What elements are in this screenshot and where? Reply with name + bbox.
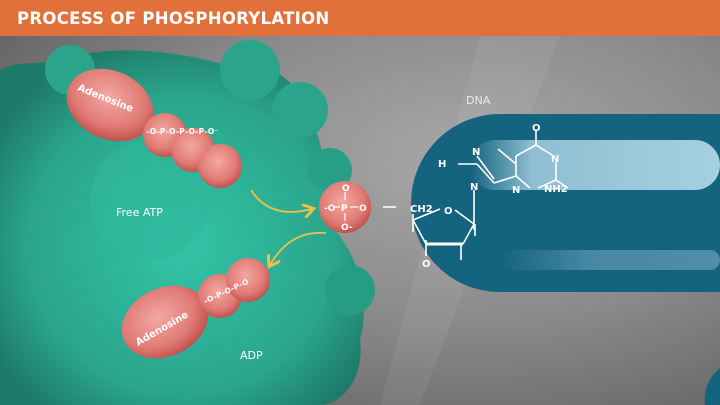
- dna-strand: [411, 114, 720, 292]
- arrow-to-dna-icon: [250, 189, 312, 212]
- svg-text:O: O: [532, 123, 541, 134]
- guanine-atom-labels: O N N N N H NH2 CH2 O O: [410, 123, 568, 270]
- svg-text:NH2: NH2: [544, 184, 568, 195]
- svg-text:O: O: [359, 204, 367, 214]
- adp-label: ADP: [240, 349, 263, 362]
- svg-text:H: H: [438, 159, 446, 170]
- svg-text:N: N: [470, 182, 478, 193]
- protein-surface: [0, 40, 375, 405]
- svg-text:O-: O-: [341, 223, 353, 233]
- header-bar: PROCESS OF PHOSPHORYLATION: [0, 0, 720, 36]
- guanine-structure: [383, 130, 569, 260]
- svg-text:-O: -O: [324, 204, 336, 214]
- svg-text:N: N: [472, 147, 480, 158]
- page-title: PROCESS OF PHOSPHORYLATION: [17, 9, 330, 28]
- svg-text:N: N: [551, 154, 559, 165]
- dna-label: DNA: [466, 94, 491, 107]
- free-atp-label: Free ATP: [116, 206, 163, 219]
- svg-text:–O–P–O–P–O–P–O⁻: –O–P–O–P–O–P–O⁻: [146, 127, 218, 136]
- adp-molecule: Adenosine –O–P–O–P–O: [121, 258, 270, 359]
- atp-molecule: Adenosine –O–P–O–P–O–P–O⁻: [66, 68, 242, 188]
- svg-text:O: O: [342, 184, 350, 194]
- svg-text:O: O: [422, 259, 431, 270]
- svg-text:CH2: CH2: [410, 204, 433, 215]
- arrow-to-adp-icon: [270, 231, 327, 265]
- svg-text:N: N: [512, 185, 520, 196]
- dna-strand-partial: [704, 368, 720, 405]
- free-phosphate-group: -O P O O O-: [319, 181, 371, 233]
- svg-text:O: O: [444, 206, 453, 217]
- svg-text:P: P: [341, 204, 348, 214]
